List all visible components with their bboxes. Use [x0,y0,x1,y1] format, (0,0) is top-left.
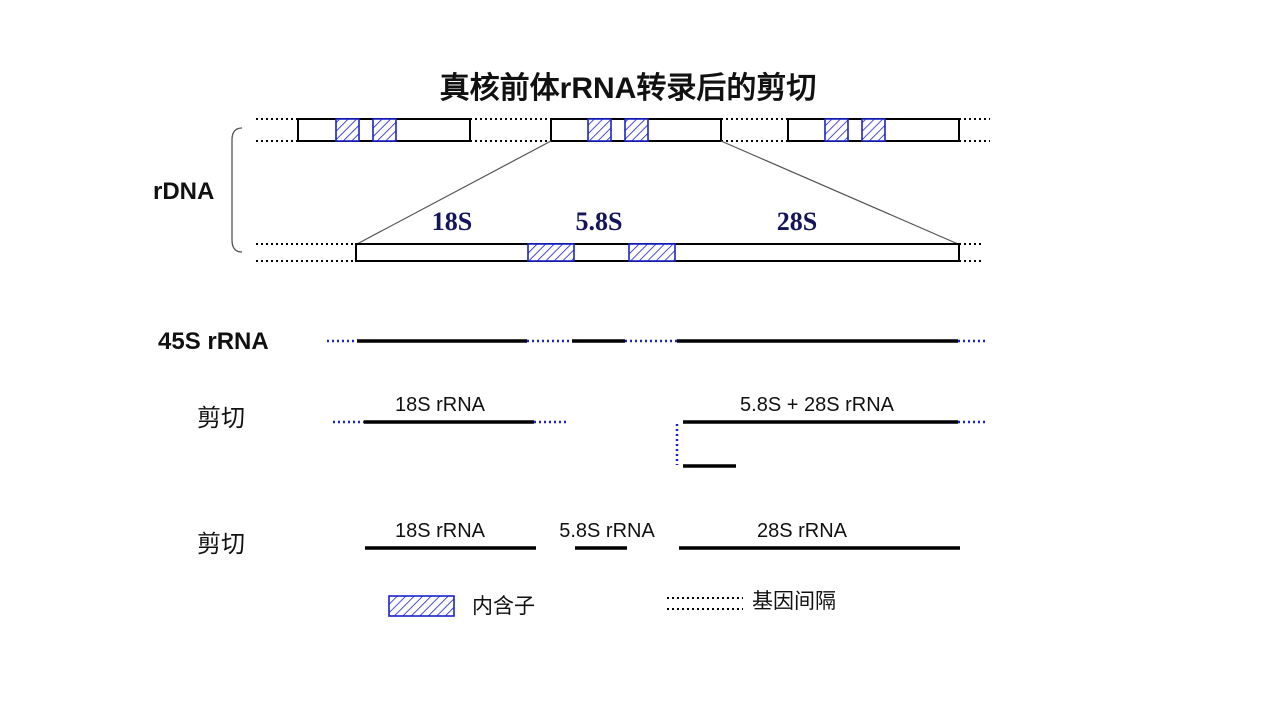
diagram-title: 真核前体rRNA转录后的剪切 [440,72,817,105]
legend-intron-label: 内含子 [472,595,535,618]
rdna-spacer-lines [256,118,990,142]
cut-label-2: 剪切 [197,531,245,558]
cut-label-1: 剪切 [197,405,245,432]
intron-box [527,243,575,262]
intron-box [624,118,649,142]
product-18s-step2: 18S rRNA [395,520,486,542]
gene-label-58s: 5.8S [576,207,623,236]
s45-label: 45S rRNA [158,328,269,355]
intron-box [372,118,397,142]
rdna-zoom-unit [256,243,984,262]
legend-intron-swatch [388,595,455,617]
product-28s-step2: 28S rRNA [757,520,848,542]
rdna-repeat-unit-2 [550,118,722,142]
gene-label-28s: 28S [777,207,817,236]
legend-spacer-swatch [667,597,743,610]
intron-box [628,243,676,262]
product-18s-step1: 18S rRNA [395,394,486,416]
gene-label-18s: 18S [432,207,472,236]
product-58s-28s-step1: 5.8S + 28S rRNA [740,394,895,416]
rdna-repeat-unit-1 [297,118,471,142]
legend-spacer-label: 基因间隔 [752,590,836,613]
intron-box [587,118,612,142]
legend: 内含子 基因间隔 [388,590,836,618]
rdna-brace [231,127,243,253]
intron-box [824,118,849,142]
rdna-label: rDNA [153,178,214,205]
intron-box [861,118,886,142]
intron-box [335,118,360,142]
rdna-repeat-unit-3 [787,118,960,142]
product-58s-step2: 5.8S rRNA [559,520,655,542]
zoom-lines [356,140,959,245]
segment-58s-28s-step1 [675,420,985,468]
